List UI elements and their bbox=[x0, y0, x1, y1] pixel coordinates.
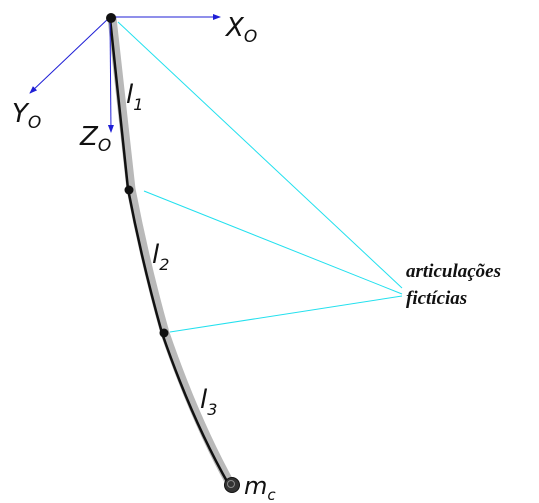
base-joint bbox=[106, 13, 116, 23]
annotation-lines bbox=[117, 21, 403, 333]
annotation-line-1: articulações bbox=[406, 261, 501, 282]
end-mass-highlight bbox=[227, 480, 235, 488]
annotation-line-2: fictícias bbox=[406, 288, 467, 309]
fictitious-joint-2 bbox=[159, 328, 169, 338]
end-mass-label: mc bbox=[244, 472, 276, 503]
x-axis-label: XO bbox=[224, 13, 257, 47]
annotation-line-joint-2 bbox=[169, 295, 403, 333]
link-3-label: l3 bbox=[200, 385, 217, 419]
y-axis-label: YO bbox=[12, 99, 41, 133]
annotation-line-base bbox=[117, 21, 403, 289]
z-axis-arrow bbox=[107, 16, 114, 133]
joints bbox=[106, 13, 240, 493]
annotation-line-joint-1 bbox=[143, 190, 403, 295]
fictitious-joint-1 bbox=[124, 185, 134, 195]
z-axis-label: ZO bbox=[79, 122, 111, 156]
link-1-label: l1 bbox=[126, 80, 143, 114]
base-frame-axes bbox=[29, 14, 221, 133]
y-axis-arrow bbox=[29, 16, 111, 94]
link-2-label: l2 bbox=[152, 240, 169, 274]
end-mass bbox=[224, 477, 240, 493]
